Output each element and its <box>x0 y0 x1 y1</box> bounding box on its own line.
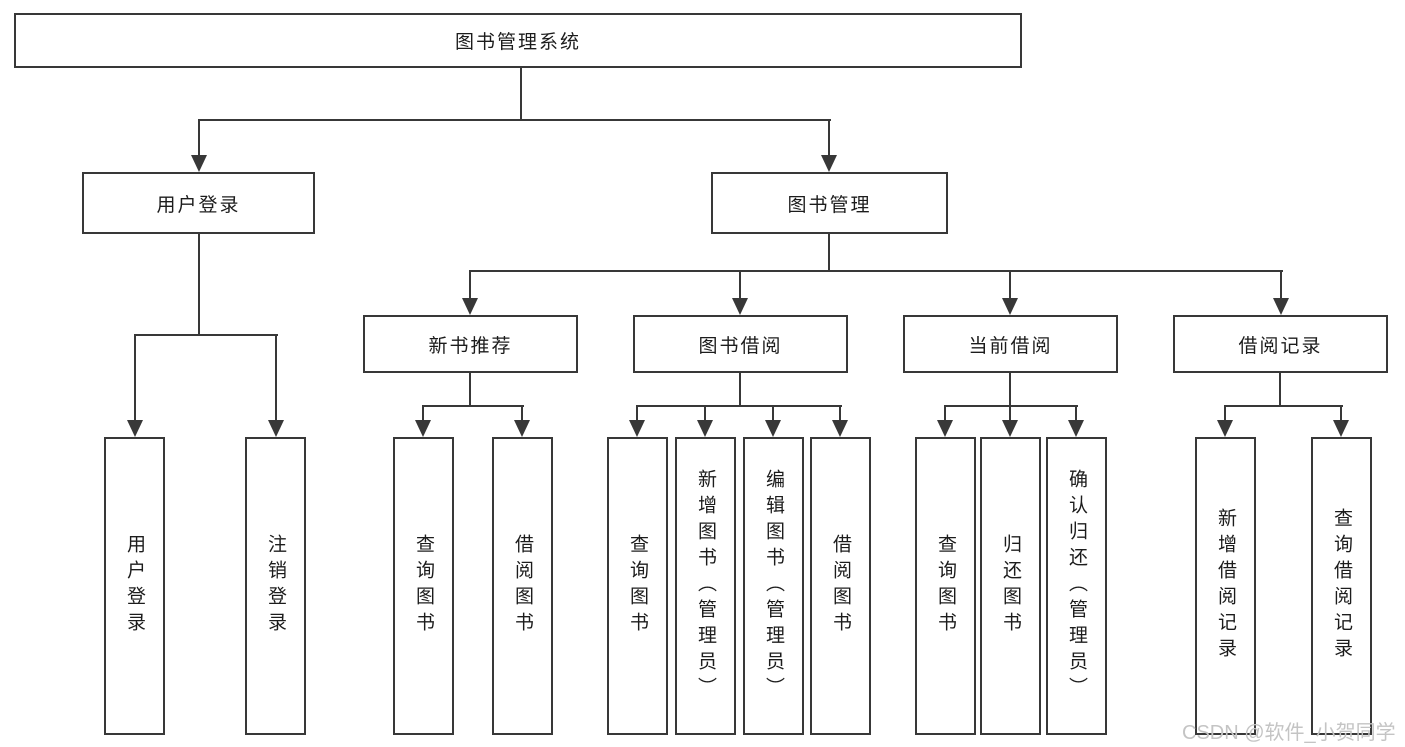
arrowhead-icon <box>415 420 431 437</box>
arrowhead-icon <box>1068 420 1084 437</box>
node-label: 图书借阅 <box>698 335 783 357</box>
node-current-confirm-return-admin: 确认归还（管理员） <box>1046 437 1107 735</box>
arrowhead-icon <box>937 420 953 437</box>
arrowhead-icon <box>1333 420 1349 437</box>
node-label: 图书管理系统 <box>454 32 581 53</box>
arrowhead-icon <box>697 420 713 437</box>
watermark-text: CSDN @软件_小贺同学 <box>1182 722 1396 744</box>
connector-line <box>1280 270 1282 302</box>
node-label: 新增图书（管理员） <box>695 469 716 703</box>
node-label: 新增借阅记录 <box>1215 508 1236 664</box>
arrowhead-icon <box>191 155 207 172</box>
connector-line <box>839 405 841 424</box>
connector-line <box>1009 270 1011 302</box>
node-label: 确认归还（管理员） <box>1066 469 1087 703</box>
connector-line <box>521 405 523 424</box>
connector-line <box>469 373 471 406</box>
connector-line <box>636 405 638 424</box>
connector-line <box>772 405 774 424</box>
node-leaf-user-login: 用户登录 <box>104 437 165 735</box>
arrowhead-icon <box>629 420 645 437</box>
node-label: 借阅记录 <box>1238 335 1323 357</box>
arrowhead-icon <box>832 420 848 437</box>
connector-line <box>828 234 830 272</box>
connector-line <box>422 405 524 407</box>
arrowhead-icon <box>1002 420 1018 437</box>
node-recommend-query-books: 查询图书 <box>393 437 454 735</box>
node-book-borrow: 图书借阅 <box>633 315 848 373</box>
node-label: 当前借阅 <box>968 335 1053 357</box>
connector-line <box>469 270 471 302</box>
connector-line <box>134 334 136 424</box>
connector-line <box>944 405 946 424</box>
node-label: 归还图书 <box>1000 534 1021 638</box>
node-label: 借阅图书 <box>830 534 851 638</box>
connector-line <box>1009 373 1011 406</box>
arrowhead-icon <box>1273 298 1289 315</box>
arrowhead-icon <box>268 420 284 437</box>
connector-line <box>1279 373 1281 406</box>
node-book-management: 图书管理 <box>711 172 948 234</box>
arrowhead-icon <box>765 420 781 437</box>
connector-line <box>828 119 830 159</box>
connector-line <box>422 405 424 424</box>
connector-line <box>944 405 1078 407</box>
node-borrow-add-books-admin: 新增图书（管理员） <box>675 437 736 735</box>
connector-line <box>520 68 522 120</box>
connector-line <box>1009 405 1011 424</box>
arrowhead-icon <box>732 298 748 315</box>
connector-line <box>1340 405 1342 424</box>
node-borrow-records: 借阅记录 <box>1173 315 1388 373</box>
connector-line <box>469 270 1283 272</box>
node-borrow-edit-books-admin: 编辑图书（管理员） <box>743 437 804 735</box>
node-label: 注销登录 <box>265 534 286 638</box>
connector-line <box>134 334 278 336</box>
node-new-book-recommend: 新书推荐 <box>363 315 578 373</box>
connector-line <box>275 334 277 424</box>
arrowhead-icon <box>1002 298 1018 315</box>
connector-line <box>1075 405 1077 424</box>
connector-line <box>1224 405 1226 424</box>
node-recommend-borrow-books: 借阅图书 <box>492 437 553 735</box>
node-label: 查询图书 <box>627 534 648 638</box>
node-records-query-record: 查询借阅记录 <box>1311 437 1372 735</box>
node-leaf-logout: 注销登录 <box>245 437 306 735</box>
node-label: 借阅图书 <box>512 534 533 638</box>
node-current-query-books: 查询图书 <box>915 437 976 735</box>
connector-line <box>636 405 842 407</box>
node-label: 图书管理 <box>787 194 872 216</box>
node-library-system: 图书管理系统 <box>14 13 1022 68</box>
node-records-add-record: 新增借阅记录 <box>1195 437 1256 735</box>
arrowhead-icon <box>127 420 143 437</box>
connector-line <box>198 119 200 159</box>
node-borrow-query-books: 查询图书 <box>607 437 668 735</box>
connector-line <box>1224 405 1343 407</box>
arrowhead-icon <box>462 298 478 315</box>
node-label: 用户登录 <box>124 534 145 638</box>
connector-line <box>739 270 741 302</box>
node-user-login: 用户登录 <box>82 172 315 234</box>
node-label: 查询图书 <box>935 534 956 638</box>
arrowhead-icon <box>514 420 530 437</box>
arrowhead-icon <box>1217 420 1233 437</box>
node-borrow-borrow-books: 借阅图书 <box>810 437 871 735</box>
node-current-borrow: 当前借阅 <box>903 315 1118 373</box>
connector-line <box>739 373 741 406</box>
connector-line <box>198 119 831 121</box>
node-current-return-books: 归还图书 <box>980 437 1041 735</box>
arrowhead-icon <box>821 155 837 172</box>
node-label: 用户登录 <box>156 194 241 216</box>
node-label: 新书推荐 <box>428 335 513 357</box>
connector-line <box>198 234 200 335</box>
connector-line <box>704 405 706 424</box>
node-label: 查询图书 <box>413 534 434 638</box>
node-label: 查询借阅记录 <box>1331 508 1352 664</box>
node-label: 编辑图书（管理员） <box>763 469 784 703</box>
